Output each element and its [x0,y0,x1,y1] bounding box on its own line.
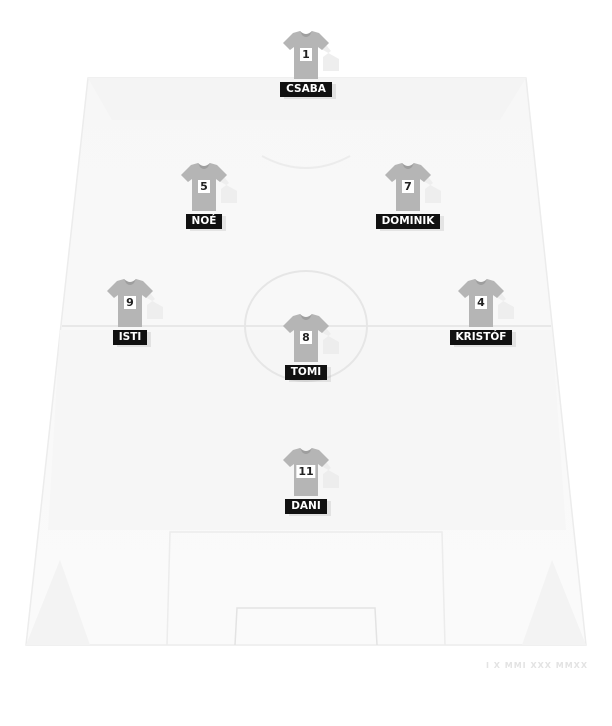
center-circle [244,270,368,382]
shirt-icon: 11 [279,446,339,500]
watermark: I X MMI XXX MMXX [486,661,588,670]
shirt-number: 1 [300,48,312,61]
shirt-number: 9 [124,296,136,309]
shirt-number: 8 [300,331,312,344]
shirt-icon: 4 [454,277,514,331]
player-name: DANI [285,499,327,514]
shirt-number: 7 [402,180,414,193]
shirt-icon: 5 [177,161,237,215]
player-name: CSABA [280,82,332,97]
shirt-number: 11 [296,465,316,478]
shirt-icon: 9 [103,277,163,331]
player-name: DOMINIK [375,214,441,229]
player-name: TOMI [284,365,328,380]
shirt-icon: 7 [381,161,441,215]
shirt-icon: 8 [279,312,339,366]
player-name: ISTI [112,330,148,345]
shirt-number: 5 [198,180,210,193]
top-penalty-arc [261,155,351,169]
shirt-number: 4 [475,296,487,309]
player-name: NOÉ [185,214,223,229]
shirt-icon: 1 [279,29,339,83]
player-name: KRISTÓF [449,330,513,345]
bottom-penalty-box [166,531,446,646]
bottom-goal-box [234,607,378,646]
